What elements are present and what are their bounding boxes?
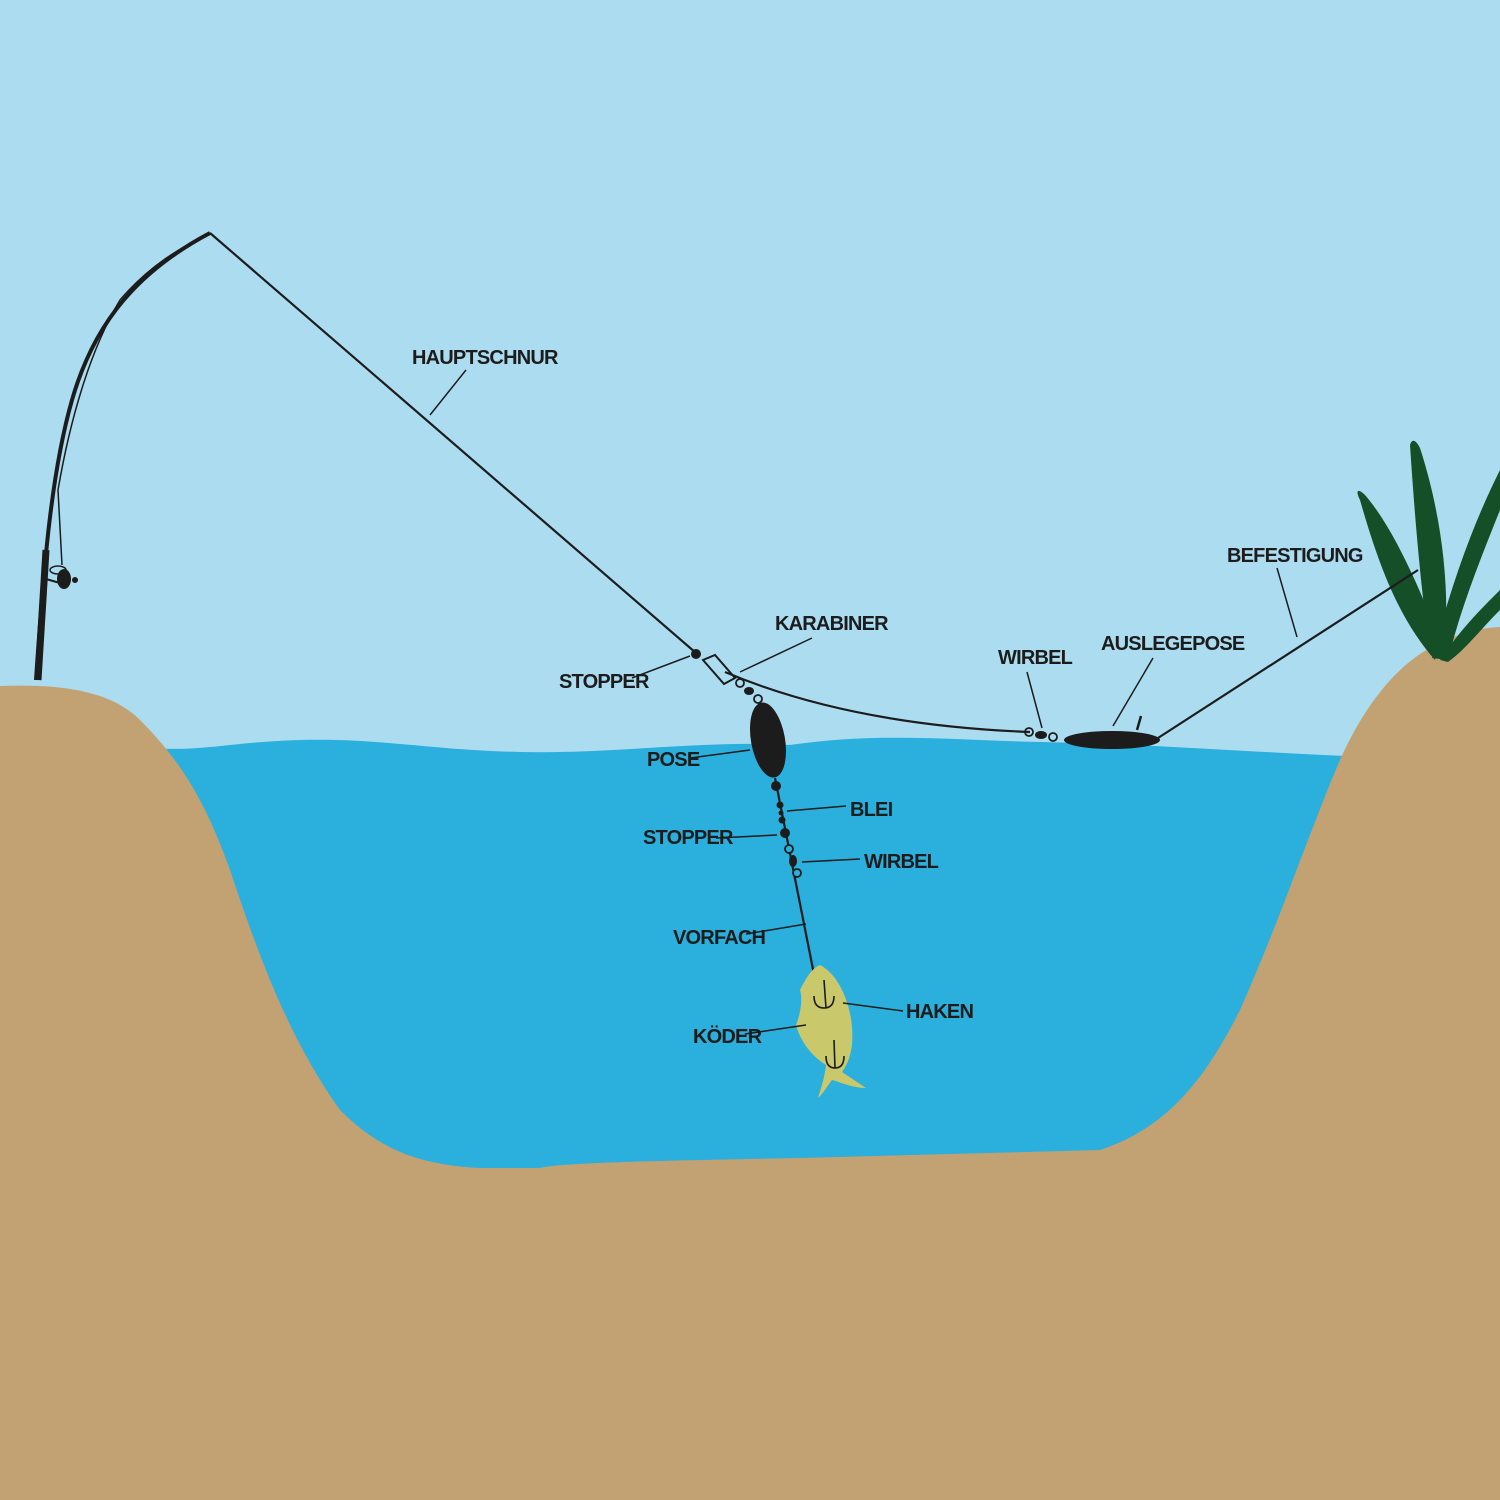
svg-text:WIRBEL: WIRBEL: [998, 647, 1073, 669]
svg-text:KÖDER: KÖDER: [693, 1025, 763, 1048]
sinkers: [771, 781, 790, 838]
label-hauptschnur: HAUPTSCHNUR: [412, 347, 560, 416]
label-stopper-bottom: STOPPER: [643, 827, 778, 849]
svg-text:BEFESTIGUNG: BEFESTIGUNG: [1227, 545, 1363, 567]
water: [150, 737, 1345, 1200]
label-koeder: KÖDER: [693, 1024, 807, 1048]
swivel-bottom: [784, 844, 802, 878]
label-vorfach: VORFACH: [673, 923, 807, 949]
svg-text:HAUPTSCHNUR: HAUPTSCHNUR: [412, 347, 559, 369]
label-befestigung: BEFESTIGUNG: [1227, 545, 1364, 638]
outrigger-line: [724, 670, 1031, 734]
svg-text:VORFACH: VORFACH: [673, 927, 766, 949]
hook-icon: [813, 979, 845, 1069]
stopper-top: [691, 649, 701, 659]
main-line: [209, 232, 697, 654]
svg-text:KARABINER: KARABINER: [775, 613, 889, 635]
anchor-line: [1157, 569, 1419, 739]
label-auslegepose: AUSLEGEPOSE: [1101, 633, 1246, 727]
label-wirbel-top: WIRBEL: [998, 647, 1073, 729]
plant: [1357, 440, 1500, 662]
svg-text:BLEI: BLEI: [850, 799, 893, 821]
swivel-top: [1024, 727, 1058, 742]
svg-text:WIRBEL: WIRBEL: [864, 851, 939, 873]
float: [750, 702, 786, 778]
svg-text:AUSLEGEPOSE: AUSLEGEPOSE: [1101, 633, 1245, 655]
svg-text:STOPPER: STOPPER: [643, 827, 734, 849]
svg-text:STOPPER: STOPPER: [559, 671, 650, 693]
reel-icon: [45, 565, 78, 589]
label-stopper-top: STOPPER: [559, 655, 691, 693]
fishing-rod: [34, 231, 211, 681]
label-pose: POSE: [647, 749, 751, 771]
outrigger-float: [1064, 731, 1160, 749]
label-karabiner: KARABINER: [739, 613, 890, 673]
ground: [0, 627, 1500, 1500]
label-wirbel-bottom: WIRBEL: [801, 851, 939, 873]
label-haken: HAKEN: [842, 1001, 974, 1023]
label-blei: BLEI: [786, 799, 893, 821]
svg-text:POSE: POSE: [647, 749, 700, 771]
svg-text:HAKEN: HAKEN: [906, 1001, 973, 1023]
